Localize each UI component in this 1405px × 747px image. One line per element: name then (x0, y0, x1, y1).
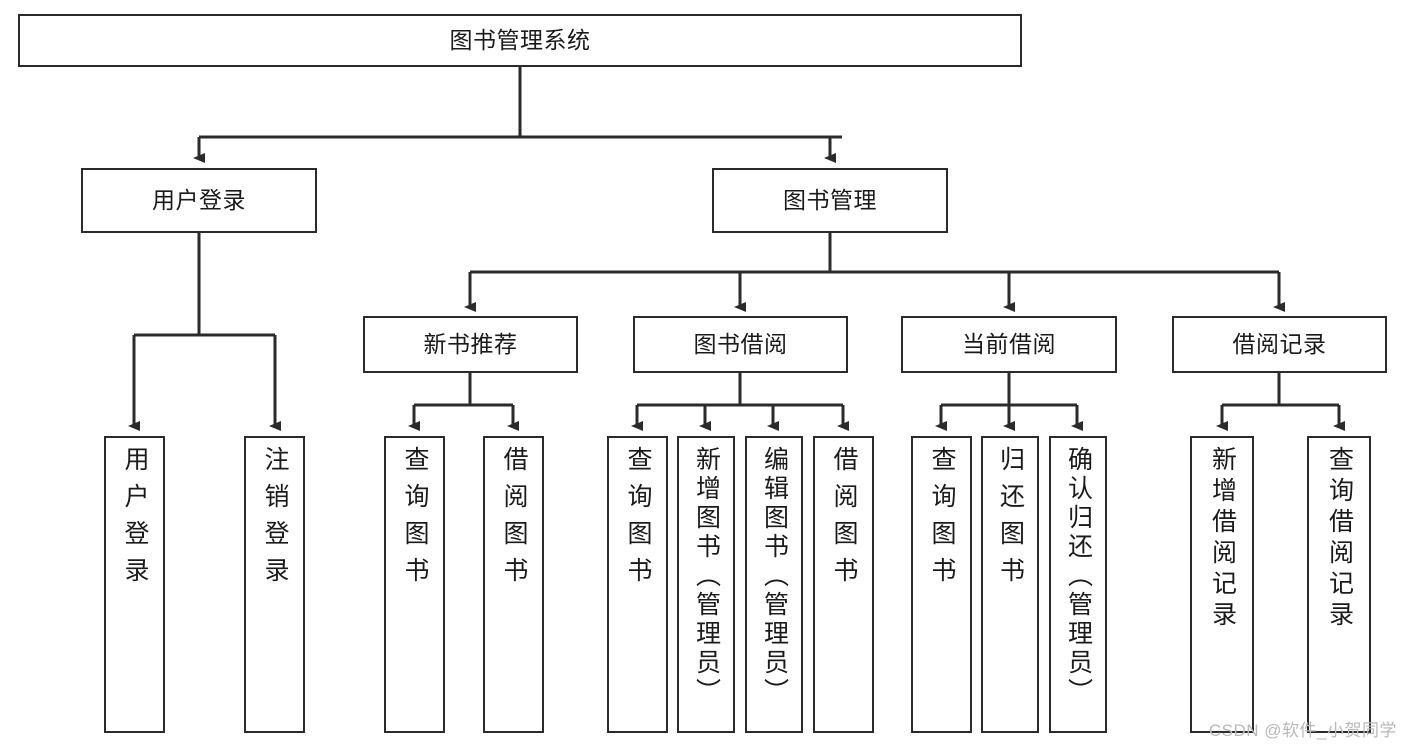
node-leaf-return-book[interactable]: 归还图书 (981, 436, 1039, 733)
node-book-manage[interactable]: 图书管理 (712, 168, 948, 233)
node-borrow-record-label: 借阅记录 (1232, 330, 1327, 357)
node-leaf-confirm-return[interactable]: 确认归还（管理员） (1049, 436, 1107, 733)
node-leaf-logout[interactable]: 注销登录 (244, 436, 305, 733)
node-user-login-label: 用户登录 (152, 186, 246, 213)
node-leaf-query-book-1[interactable]: 查询图书 (384, 436, 445, 733)
node-leaf-query-record[interactable]: 查询借阅记录 (1307, 436, 1371, 733)
node-root-label: 图书管理系统 (449, 26, 591, 53)
node-leaf-query-book-3[interactable]: 查询图书 (911, 436, 972, 733)
node-leaf-query-book-3-label: 查询图书 (928, 446, 956, 594)
node-leaf-query-book-2[interactable]: 查询图书 (607, 436, 668, 733)
node-borrow-record[interactable]: 借阅记录 (1172, 316, 1387, 373)
node-leaf-borrow-book-1-label: 借阅图书 (500, 446, 528, 594)
node-current-borrow[interactable]: 当前借阅 (901, 316, 1117, 373)
node-book-manage-label: 图书管理 (783, 186, 877, 213)
node-new-book-recommend-label: 新书推荐 (423, 330, 518, 357)
node-leaf-add-book-label: 新增图书（管理员） (692, 446, 721, 707)
node-root[interactable]: 图书管理系统 (18, 14, 1022, 67)
node-leaf-add-record[interactable]: 新增借阅记录 (1190, 436, 1254, 733)
node-leaf-borrow-book-2[interactable]: 借阅图书 (813, 436, 874, 733)
node-leaf-return-book-label: 归还图书 (996, 446, 1025, 594)
node-leaf-user-login[interactable]: 用户登录 (104, 436, 165, 733)
node-leaf-add-record-label: 新增借阅记录 (1208, 446, 1237, 632)
node-leaf-edit-book-label: 编辑图书（管理员） (760, 446, 789, 707)
node-leaf-edit-book[interactable]: 编辑图书（管理员） (745, 436, 803, 733)
node-leaf-borrow-book-1[interactable]: 借阅图书 (483, 436, 544, 733)
node-leaf-user-login-label: 用户登录 (121, 446, 149, 594)
node-leaf-add-book[interactable]: 新增图书（管理员） (677, 436, 735, 733)
node-new-book-recommend[interactable]: 新书推荐 (363, 316, 578, 373)
node-current-borrow-label: 当前借阅 (962, 330, 1056, 357)
node-leaf-query-record-label: 查询借阅记录 (1325, 446, 1354, 632)
node-user-login[interactable]: 用户登录 (81, 168, 317, 233)
node-book-borrow-label: 图书借阅 (693, 330, 788, 357)
node-leaf-confirm-return-label: 确认归还（管理员） (1064, 446, 1093, 707)
node-leaf-query-book-2-label: 查询图书 (624, 446, 652, 594)
node-leaf-query-book-1-label: 查询图书 (401, 446, 429, 594)
node-leaf-borrow-book-2-label: 借阅图书 (830, 446, 858, 594)
node-leaf-logout-label: 注销登录 (261, 446, 289, 594)
node-book-borrow[interactable]: 图书借阅 (633, 316, 848, 373)
